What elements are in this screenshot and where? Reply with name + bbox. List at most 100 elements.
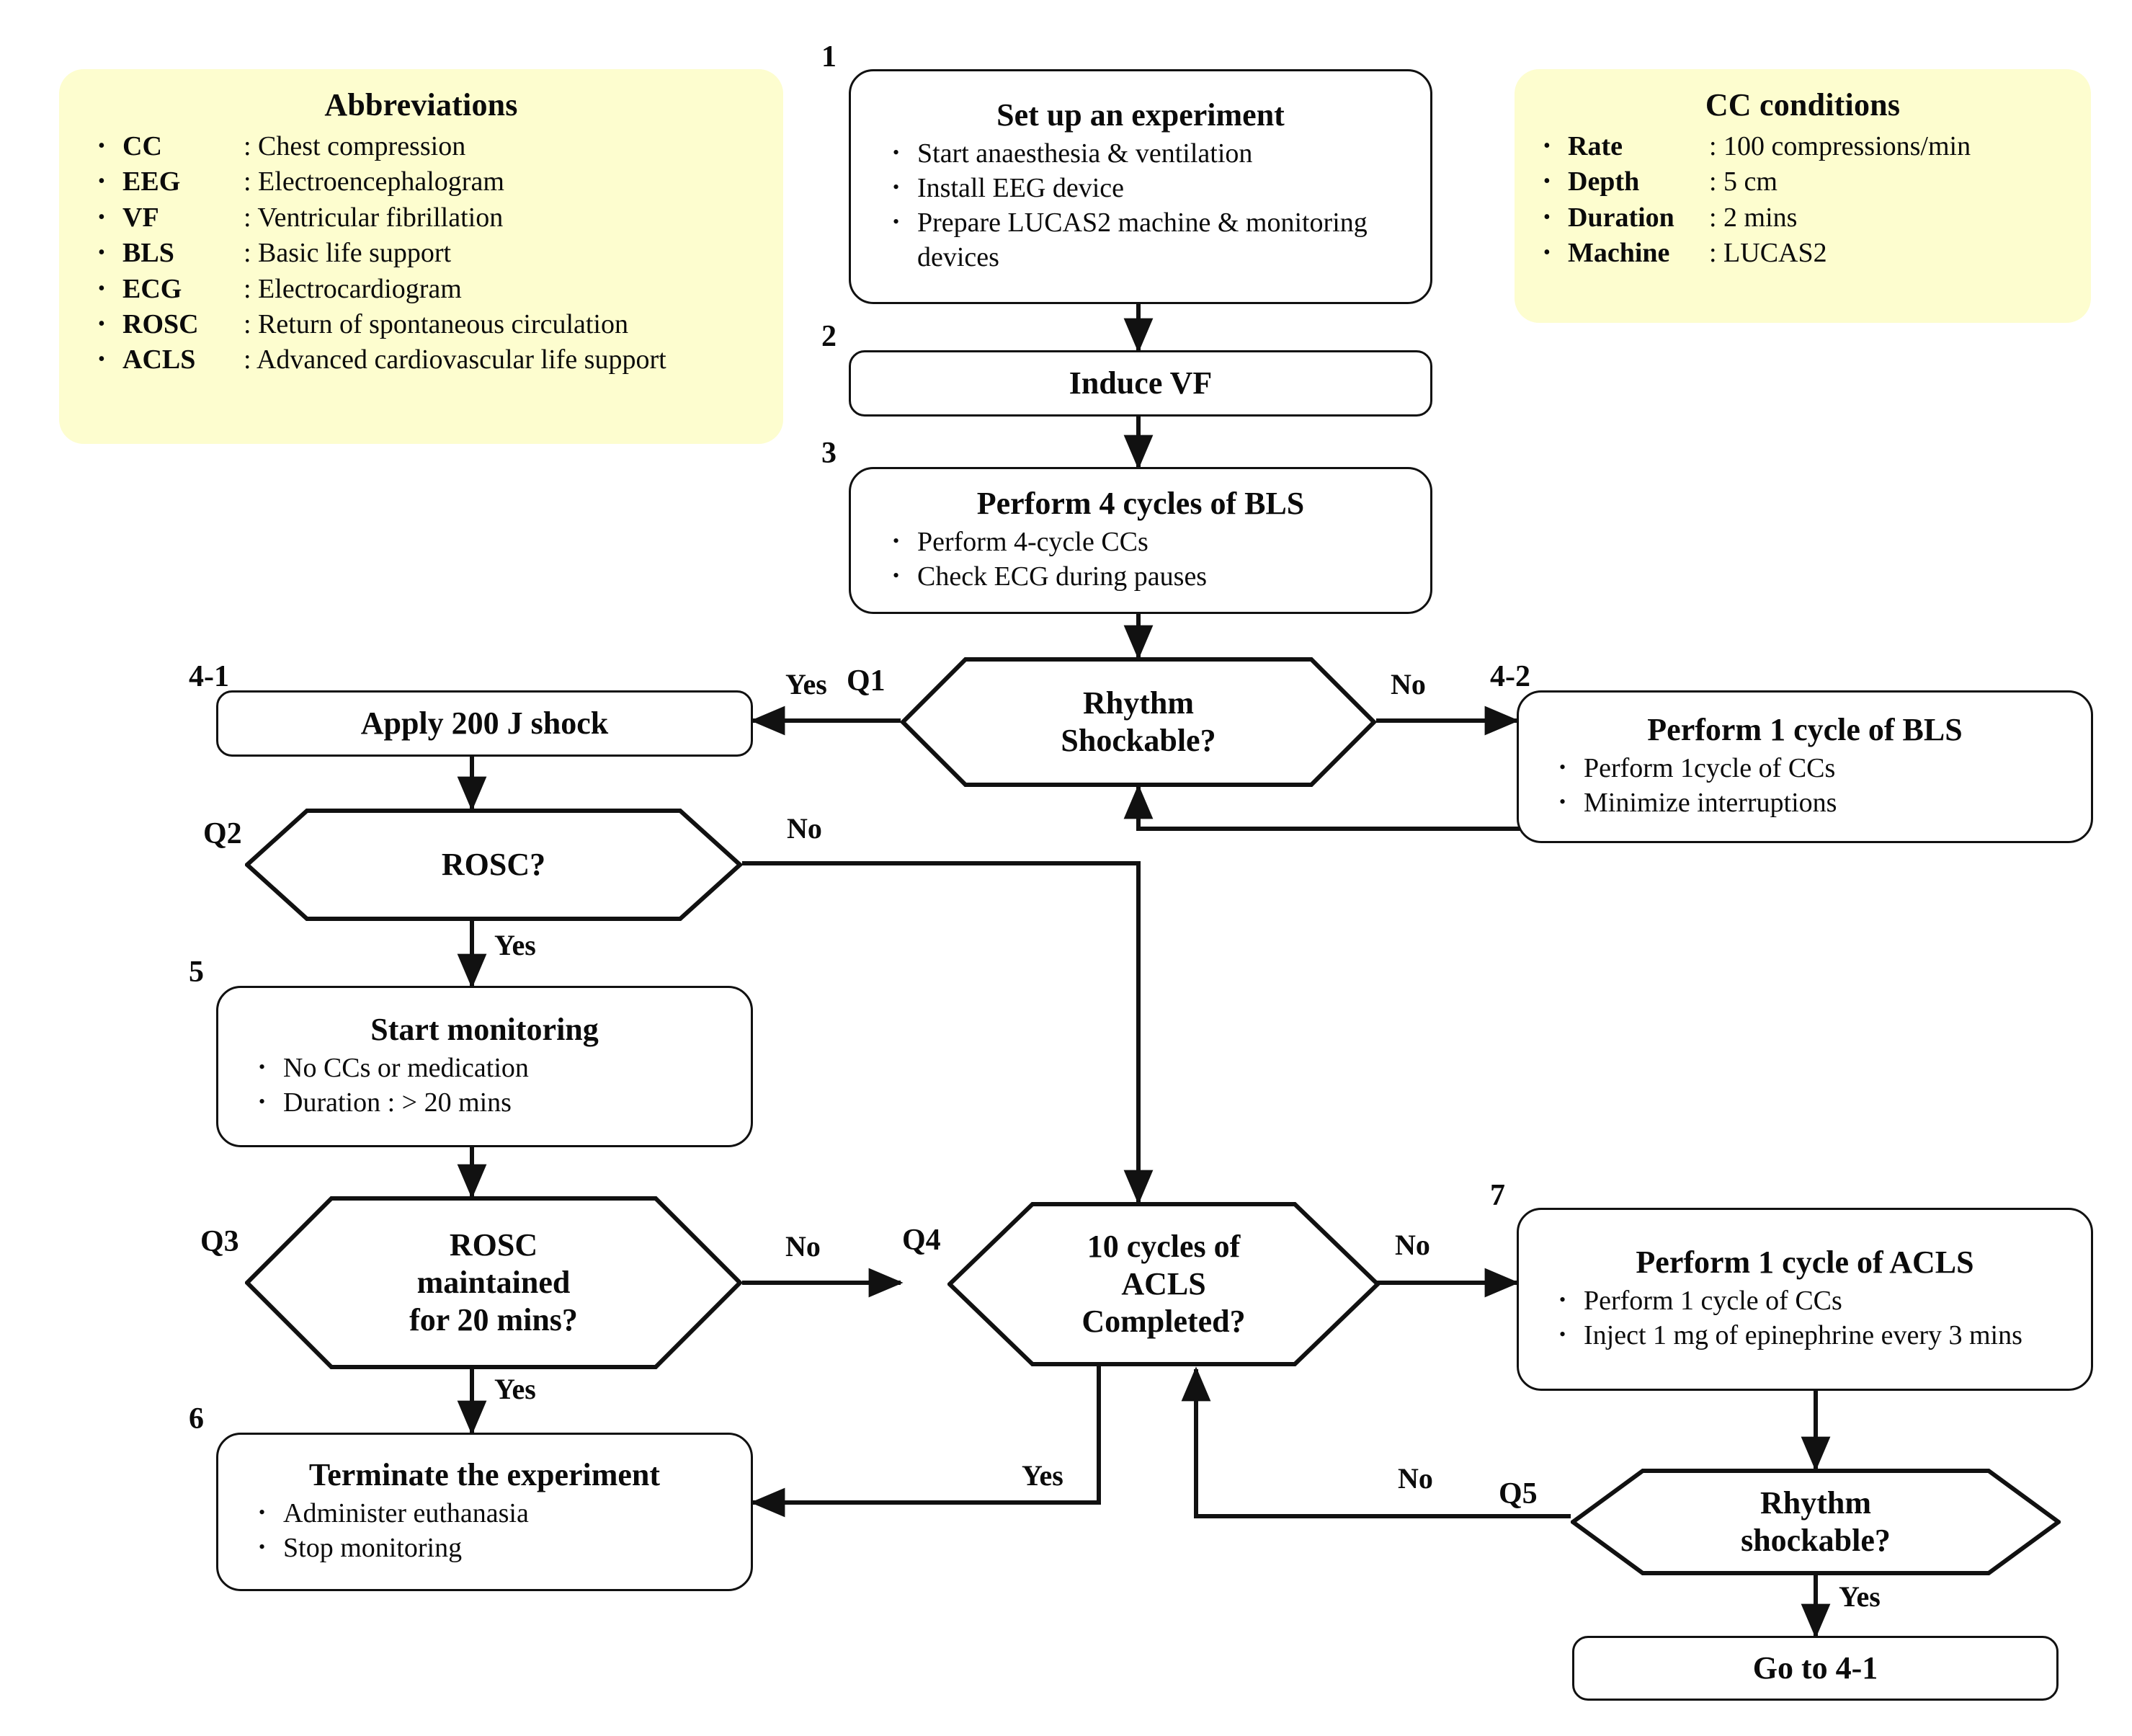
node-bullet: • Stop monitoring xyxy=(259,1531,744,1566)
legend-list: • Rate : 100 compressions/min • Depth : … xyxy=(1526,129,2079,272)
node-setup-experiment[interactable]: Set up an experiment • Start anaesthesia… xyxy=(849,69,1432,304)
edge-label-q4-yes: Yes xyxy=(1022,1459,1063,1492)
legend-term: CC xyxy=(122,131,162,161)
node-title: Perform 1 cycle of ACLS xyxy=(1636,1244,1974,1280)
bullet-icon: • xyxy=(1559,1289,1566,1311)
edge-label-q2-yes: Yes xyxy=(494,929,536,961)
legend-item: • ECG : Electrocardiogram xyxy=(98,272,769,307)
decision-tag-q4: Q4 xyxy=(902,1224,941,1257)
edge-label-q2-no: No xyxy=(787,812,822,845)
node-bullet-text: No CCs or medication xyxy=(283,1053,529,1084)
step-tag-3: 3 xyxy=(821,437,837,470)
legend-def: : LUCAS2 xyxy=(1709,238,1827,269)
node-bullet-text: Minimize interruptions xyxy=(1584,788,1837,819)
node-bullet: • Inject 1 mg of epinephrine every 3 min… xyxy=(1559,1319,2084,1353)
legend-abbreviations: Abbreviations • CC : Chest compression •… xyxy=(59,69,783,444)
node-bullets: • No CCs or medication • Duration : > 20… xyxy=(226,1051,744,1121)
node-title: Start monitoring xyxy=(370,1011,599,1047)
node-apply-shock[interactable]: Apply 200 J shock xyxy=(216,690,753,757)
decision-rosc-maintained-q3[interactable]: ROSC maintained for 20 mins? xyxy=(245,1196,742,1369)
decision-label: Rhythm shockable? xyxy=(1702,1484,1930,1559)
decision-line-1: 10 cycles of ACLS Completed? xyxy=(1081,1229,1246,1339)
decision-rosc-q2[interactable]: ROSC? xyxy=(245,809,742,921)
legend-term: BLS xyxy=(122,238,174,269)
bullet-icon: • xyxy=(98,241,105,264)
legend-term: ECG xyxy=(122,273,182,304)
edge-label-q5-yes: Yes xyxy=(1839,1580,1881,1613)
node-bullet-text: Check ECG during pauses xyxy=(917,561,1208,592)
decision-tag-q1: Q1 xyxy=(847,664,886,698)
legend-def: : 5 cm xyxy=(1709,166,1778,197)
legend-item: • VF : Ventricular fibrillation xyxy=(98,200,769,236)
bullet-icon: • xyxy=(1543,241,1551,264)
hexagon-shape xyxy=(245,809,742,921)
legend-def: : Ventricular fibrillation xyxy=(244,202,504,233)
decision-10-cycles-acls-q4[interactable]: 10 cycles of ACLS Completed? xyxy=(947,1202,1380,1366)
hexagon-shape xyxy=(245,1196,742,1369)
node-bullet: • Duration : > 20 mins xyxy=(259,1086,744,1121)
legend-item: • Depth : 5 cm xyxy=(1543,164,2079,200)
node-bullet-text: Administer euthanasia xyxy=(283,1498,529,1529)
node-bullet: • Start anaesthesia & ventilation xyxy=(893,137,1422,172)
node-title: Go to 4-1 xyxy=(1752,1650,1878,1686)
legend-def: : Electroencephalogram xyxy=(244,166,504,197)
bullet-icon: • xyxy=(98,348,105,371)
step-tag-4-1: 4-1 xyxy=(189,660,229,693)
step-tag-4-2: 4-2 xyxy=(1490,660,1530,693)
decision-label: ROSC? xyxy=(403,846,584,883)
legend-def: : 100 compressions/min xyxy=(1709,131,1971,161)
node-terminate-experiment[interactable]: Terminate the experiment • Administer eu… xyxy=(216,1433,753,1591)
node-bullet-text: Start anaesthesia & ventilation xyxy=(917,138,1253,169)
legend-term: ROSC xyxy=(122,308,199,339)
bullet-icon: • xyxy=(98,170,105,193)
decision-rhythm-shockable-q1[interactable]: Rhythm Shockable? xyxy=(901,657,1376,787)
node-perform-1-cycle-bls[interactable]: Perform 1 cycle of BLS • Perform 1cycle … xyxy=(1517,690,2093,843)
edge-label-q3-yes: Yes xyxy=(494,1373,536,1405)
node-title: Set up an experiment xyxy=(996,97,1285,133)
legend-def: : Advanced cardiovascular life support xyxy=(244,344,666,375)
edge-label-q1-yes: Yes xyxy=(785,668,827,700)
hexagon-shape xyxy=(901,657,1376,787)
decision-label: ROSC maintained for 20 mins? xyxy=(370,1227,617,1339)
node-bullet-text: Install EEG device xyxy=(917,173,1125,204)
node-bullet-text: Perform 1 cycle of CCs xyxy=(1584,1286,1842,1317)
bullet-icon: • xyxy=(893,530,900,552)
legend-item: • ROSC : Return of spontaneous circulati… xyxy=(98,307,769,342)
legend-term: Rate xyxy=(1568,131,1623,161)
legend-term: Depth xyxy=(1568,166,1640,197)
bullet-icon: • xyxy=(98,135,105,157)
decision-tag-q3: Q3 xyxy=(200,1225,239,1258)
step-tag-7: 7 xyxy=(1490,1179,1505,1212)
bullet-icon: • xyxy=(259,1091,266,1113)
bullet-icon: • xyxy=(98,205,105,228)
decision-line-1: ROSC maintained for 20 mins? xyxy=(409,1227,578,1337)
node-title: Terminate the experiment xyxy=(308,1456,661,1492)
node-go-to-4-1[interactable]: Go to 4-1 xyxy=(1572,1636,2059,1701)
bullet-icon: • xyxy=(1543,135,1551,157)
node-bullets: • Perform 1cycle of CCs • Minimize inter… xyxy=(1526,752,2084,821)
bullet-icon: • xyxy=(893,177,900,198)
node-perform-4-cycles-bls[interactable]: Perform 4 cycles of BLS • Perform 4-cycl… xyxy=(849,467,1432,614)
decision-label: Rhythm Shockable? xyxy=(1022,685,1254,760)
bullet-icon: • xyxy=(259,1056,266,1078)
bullet-icon: • xyxy=(1543,205,1551,228)
node-title: Perform 4 cycles of BLS xyxy=(976,485,1305,521)
bullet-icon: • xyxy=(259,1502,266,1523)
bullet-icon: • xyxy=(893,142,900,164)
step-tag-2: 2 xyxy=(821,320,837,353)
legend-def: : Chest compression xyxy=(244,131,466,161)
node-bullet: • No CCs or medication xyxy=(259,1051,744,1086)
legend-item: • Machine : LUCAS2 xyxy=(1543,236,2079,271)
node-bullet-text: Stop monitoring xyxy=(283,1533,463,1564)
legend-term: EEG xyxy=(122,166,181,197)
node-bullets: • Start anaesthesia & ventilation • Inst… xyxy=(860,137,1422,275)
node-start-monitoring[interactable]: Start monitoring • No CCs or medication … xyxy=(216,986,753,1147)
node-bullet: • Perform 4-cycle CCs xyxy=(893,525,1422,560)
legend-title: Abbreviations xyxy=(324,87,518,123)
node-perform-1-cycle-acls[interactable]: Perform 1 cycle of ACLS • Perform 1 cycl… xyxy=(1517,1208,2093,1391)
node-bullets: • Perform 1 cycle of CCs • Inject 1 mg o… xyxy=(1526,1284,2084,1353)
decision-rhythm-shockable-q5[interactable]: Rhythm shockable? xyxy=(1571,1469,2061,1575)
edge-label-q1-no: No xyxy=(1391,668,1426,700)
node-induce-vf[interactable]: Induce VF xyxy=(849,350,1432,417)
